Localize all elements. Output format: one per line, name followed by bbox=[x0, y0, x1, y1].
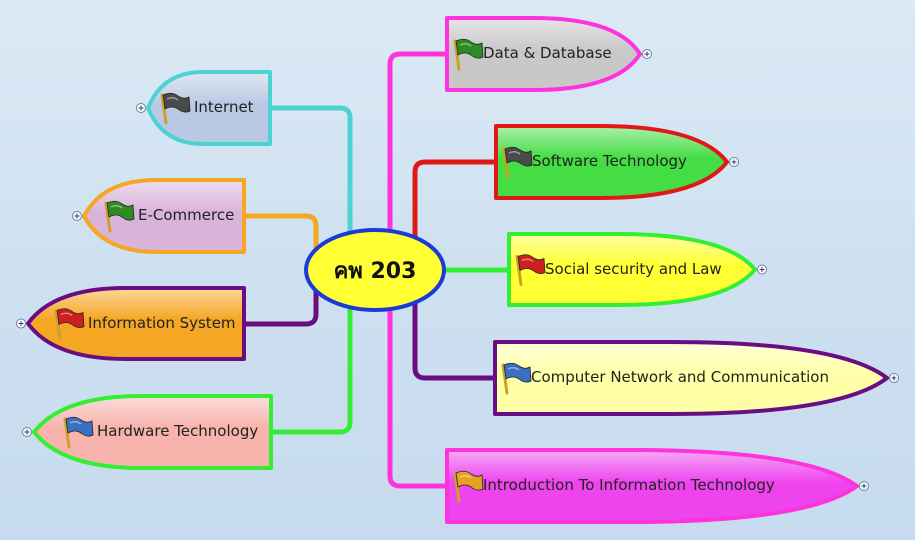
expand-plus-icon-internet[interactable] bbox=[136, 103, 146, 113]
topic-label-social: Social security and Law bbox=[545, 259, 722, 278]
topic-network[interactable] bbox=[493, 340, 889, 416]
connector-hardware bbox=[268, 305, 353, 435]
connector-software bbox=[412, 159, 499, 241]
flag-icon-intro bbox=[453, 470, 484, 503]
flag-icon-software bbox=[502, 146, 533, 179]
connector-network bbox=[412, 299, 498, 381]
topic-hardware[interactable] bbox=[32, 394, 273, 470]
expand-plus-icon-network[interactable] bbox=[889, 373, 899, 383]
flag-icon-social bbox=[515, 254, 546, 286]
topic-label-software: Software Technology bbox=[532, 152, 687, 170]
connector-data bbox=[387, 51, 450, 235]
topic-software[interactable] bbox=[494, 124, 729, 200]
expand-plus-icon-software[interactable] bbox=[729, 157, 739, 167]
topic-label-internet: Internet bbox=[194, 98, 254, 116]
topic-label-infosys: Information System bbox=[88, 313, 236, 332]
connector-infosys bbox=[241, 285, 319, 327]
topic-ecommerce[interactable] bbox=[82, 178, 246, 254]
topic-label-ecommerce: E-Commerce bbox=[138, 206, 235, 224]
flag-icon-network bbox=[501, 362, 532, 395]
flag-icon-internet bbox=[160, 92, 191, 125]
connector-intro bbox=[387, 305, 450, 489]
topic-label-data: Data & Database bbox=[483, 44, 612, 62]
expand-plus-icon-data[interactable] bbox=[642, 49, 652, 59]
expand-plus-icon-ecommerce[interactable] bbox=[72, 211, 82, 221]
expand-plus-icon-intro[interactable] bbox=[859, 481, 869, 491]
topic-label-hardware: Hardware Technology bbox=[97, 422, 259, 440]
flag-icon-ecommerce bbox=[104, 200, 135, 233]
topic-label-intro: Introduction To Information Technology bbox=[483, 476, 775, 494]
expand-plus-icon-social[interactable] bbox=[757, 264, 767, 275]
central-topic-label: คพ 203 bbox=[333, 258, 417, 284]
connector-ecommerce bbox=[241, 213, 319, 251]
topic-label-network: Computer Network and Communication bbox=[531, 368, 829, 386]
flag-icon-infosys bbox=[54, 308, 85, 340]
central-topic[interactable] bbox=[304, 228, 446, 312]
topic-infosys[interactable] bbox=[26, 286, 246, 361]
topic-social[interactable] bbox=[507, 232, 757, 307]
flag-icon-data bbox=[453, 38, 484, 71]
topic-intro[interactable] bbox=[445, 448, 859, 524]
topic-data[interactable] bbox=[445, 16, 642, 92]
expand-plus-icon-hardware[interactable] bbox=[22, 427, 32, 437]
expand-plus-icon-infosys[interactable] bbox=[16, 318, 26, 329]
connector-internet bbox=[267, 105, 353, 235]
topic-internet[interactable] bbox=[146, 70, 272, 146]
flag-icon-hardware bbox=[63, 416, 94, 449]
